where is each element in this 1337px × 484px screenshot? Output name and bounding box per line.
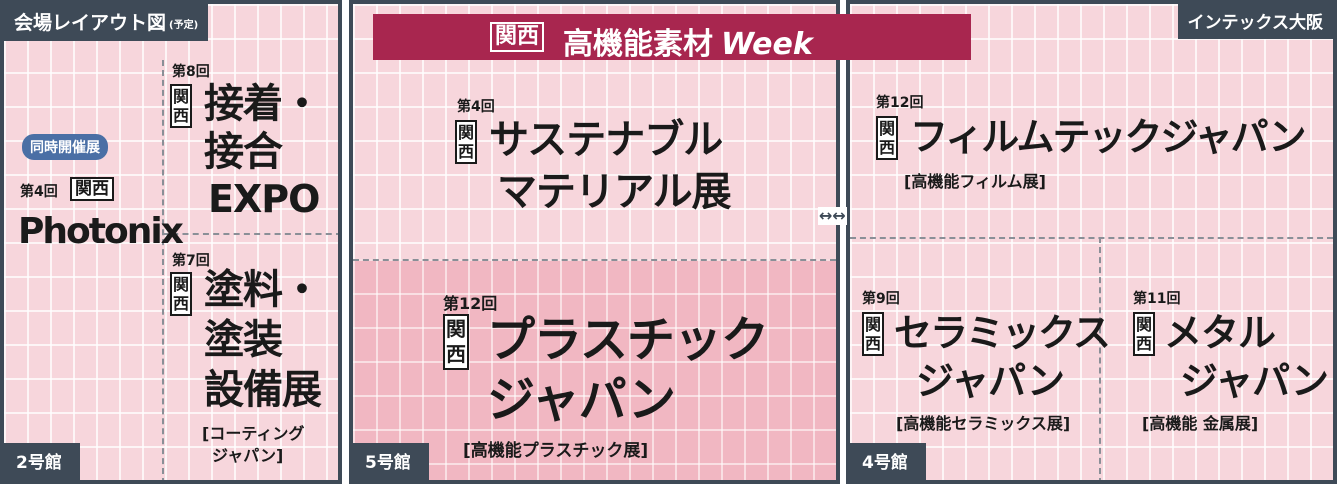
banner-kansai-mark: 関西 — [490, 22, 545, 52]
booth-divider — [162, 60, 164, 480]
kansai-mark: 関西 — [70, 177, 114, 201]
adhesion-expo-name-line-2: 接合 — [204, 129, 283, 175]
booth-divider — [162, 233, 338, 235]
hall-2-area: 同時開催展 第4回 関西 Photonix 第8回 関西 接着・ 接合 EXPO… — [0, 0, 342, 484]
ceramics-name-line-2: ジャパン — [916, 359, 1065, 403]
hall-5-area: 第4回 関西 サステナブル マテリアル展 第12回 関西 プラスチック ジャパン… — [349, 0, 840, 484]
ceramics-name-line-1: セラミックス — [894, 311, 1111, 355]
venue-name: インテックス大阪 — [1177, 4, 1333, 39]
coating-subtitle-line-1: [コーティング — [202, 424, 305, 443]
metal-name-line-2: ジャパン — [1180, 359, 1329, 403]
kansai-mark-vertical: 関西 — [170, 84, 192, 128]
sustainable-edition: 第4回 — [457, 99, 495, 115]
sustainable-name-line-2: マテリアル展 — [497, 169, 732, 215]
adhesion-expo-name-line-1: 接着・ — [204, 81, 322, 127]
booth-divider — [850, 237, 1333, 239]
coating-name-line-2: 塗装 — [204, 317, 283, 363]
coating-name-line-3: 設備展 — [204, 367, 322, 413]
hall-label: 4号館 — [850, 443, 926, 480]
film-name: フィルムテックジャパン — [910, 115, 1306, 159]
metal-edition: 第11回 — [1133, 291, 1181, 307]
hall-label: 2号館 — [4, 443, 80, 480]
hall-4-area: 第12回 関西 フィルムテックジャパン [高機能フィルム展] 第9回 関西 セラ… — [846, 0, 1337, 484]
kansai-mark-vertical: 関西 — [1133, 312, 1155, 356]
kansai-mark-vertical: 関西 — [443, 314, 469, 370]
coating-name-line-1: 塗料・ — [204, 267, 322, 313]
photonix-name: Photonix — [18, 211, 184, 252]
hall-label: 5号館 — [353, 443, 429, 480]
coating-edition: 第7回 — [172, 253, 210, 269]
film-edition: 第12回 — [876, 95, 924, 111]
hall-connector-icon: ↔↔ — [818, 206, 847, 225]
plastic-name-line-1: プラスチック — [487, 312, 769, 368]
ceramics-subtitle: [高機能セラミックス展] — [896, 414, 1071, 433]
kansai-mark-vertical: 関西 — [876, 116, 898, 160]
plastic-subtitle: [高機能プラスチック展] — [463, 441, 649, 461]
metal-subtitle: [高機能 金属展] — [1142, 414, 1259, 433]
film-subtitle: [高機能フィルム展] — [904, 172, 1046, 191]
kansai-mark-vertical: 関西 — [455, 120, 477, 164]
plastic-name-line-2: ジャパン — [487, 372, 676, 428]
ceramics-edition: 第9回 — [862, 291, 900, 307]
metal-name-line-1: メタル — [1164, 311, 1276, 355]
adhesion-expo-name-line-3: EXPO — [208, 177, 320, 221]
adhesion-expo-edition: 第8回 — [172, 64, 210, 80]
booth-divider — [1099, 237, 1101, 480]
plastic-edition: 第12回 — [443, 294, 498, 313]
sustainable-name-line-1: サステナブル — [489, 117, 723, 163]
booth-divider — [353, 259, 836, 261]
coating-subtitle-line-2: ジャパン] — [212, 446, 284, 465]
layout-title: 会場レイアウト図(予定) — [4, 4, 209, 41]
kansai-mark-vertical: 関西 — [862, 312, 884, 356]
photonix-edition: 第4回 — [20, 184, 58, 200]
plastic-japan-zone — [353, 259, 836, 480]
kansai-mark-vertical: 関西 — [170, 272, 192, 316]
concurrent-exhibition-badge: 同時開催展 — [22, 134, 108, 160]
